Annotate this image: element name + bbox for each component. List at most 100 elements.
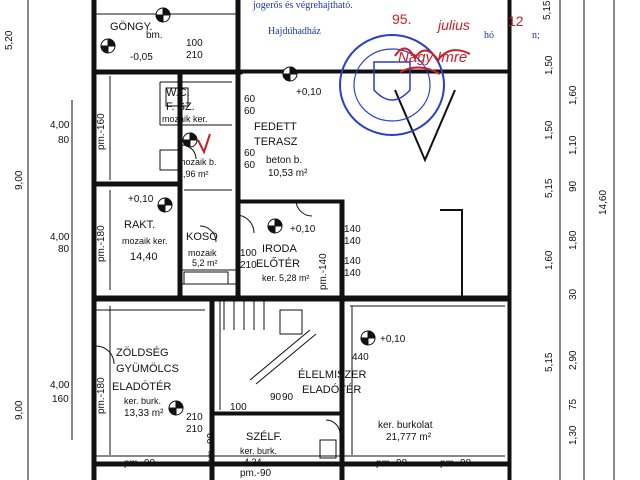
room-fsz-floor: mozaik ker. xyxy=(162,114,208,124)
wall-rakt-top xyxy=(91,181,183,187)
room-elel-area: 21,777 m² xyxy=(386,432,432,443)
stamp-ring-inner xyxy=(353,48,431,122)
w210b: 210 xyxy=(240,260,257,271)
wall-gongy-bottom xyxy=(91,69,243,75)
w140a: 140 xyxy=(344,224,361,235)
w140b: 140 xyxy=(344,236,361,247)
room-elel-1: ÉLELMISZER xyxy=(298,368,367,381)
door-arc-1 xyxy=(235,214,255,234)
signature-scribble xyxy=(394,47,471,75)
dim-r-180: 1,80 xyxy=(568,230,579,250)
w60b: 60 xyxy=(244,106,256,117)
stamp-n: n; xyxy=(532,30,540,41)
pm180b: pm.-180 xyxy=(96,377,107,414)
room-zold-3: ELADÓTÉR xyxy=(112,380,171,393)
level-marker-7 xyxy=(182,132,198,148)
level-a: +0,10 xyxy=(296,87,322,98)
stamp-year: 95. xyxy=(392,11,411,27)
wall-szelf-top xyxy=(213,411,341,416)
room-rakt-area: 14,40 xyxy=(130,251,158,263)
dim-left-400b: 4,00 xyxy=(50,232,70,243)
level-c: +0,10 xyxy=(290,224,316,235)
wall-mid-horizontal xyxy=(91,295,509,302)
dim-r-515a: 5,15 xyxy=(542,0,553,20)
w440: 440 xyxy=(352,352,369,363)
diagonal-stair xyxy=(249,329,317,385)
room-rakt-floor: mozaik ker. xyxy=(122,236,168,246)
room-iroda-eloter: ELŐTÉR xyxy=(256,256,300,270)
stamp-line1: jogerős és végrehajtható. xyxy=(252,0,353,11)
room-zold-area: 13,33 m² xyxy=(124,408,164,419)
wall-top-right xyxy=(239,69,511,74)
w60a: 60 xyxy=(244,94,256,105)
dim-left-400c: 4,00 xyxy=(50,380,70,391)
room-koso: KOSO xyxy=(186,231,218,243)
room-fsz-small: mozaik b. xyxy=(178,157,217,167)
room-zold-2: GYÜMÖLCS xyxy=(116,363,179,375)
room-zold-1: ZÖLDSÉG xyxy=(116,346,169,359)
dim-r-110: 1,10 xyxy=(568,135,579,155)
dim-left-160: 160 xyxy=(52,394,69,405)
stamp-day: 12 xyxy=(508,13,524,29)
level-e: -0,05 xyxy=(130,52,153,63)
room-iroda-floor: ker. 5,28 m² xyxy=(262,273,310,283)
w100b: 100 xyxy=(240,248,257,259)
wall-iroda-top xyxy=(235,199,345,204)
room-koso-floor: mozaik xyxy=(188,248,217,258)
dim-r-150a: 1,50 xyxy=(544,55,555,75)
pm140: pm.-140 xyxy=(318,253,329,290)
level-marker-8 xyxy=(100,38,116,54)
north-arrow xyxy=(440,209,463,300)
w60c: 60 xyxy=(244,148,256,159)
room-iroda: IRODA xyxy=(262,243,298,255)
official-stamp xyxy=(197,34,471,155)
pm90c: pm.-90 xyxy=(376,458,408,469)
v-marker xyxy=(394,89,456,163)
stamp-coat-of-arms xyxy=(373,61,411,101)
dim-r-160b: 1,60 xyxy=(544,250,555,270)
door-arc-3 xyxy=(295,199,313,217)
door-arc-5 xyxy=(95,345,115,365)
room-koso-area: 5,2 m² xyxy=(192,258,218,268)
level-marker-2 xyxy=(282,66,298,82)
stamp-month: julius xyxy=(436,17,470,33)
w60d: 60 xyxy=(244,160,256,171)
stamp-ho: hó xyxy=(484,30,494,41)
dim-left-520: 5,20 xyxy=(4,30,15,50)
dim-r-150b: 1,50 xyxy=(544,120,555,140)
w210c: 210 xyxy=(186,412,203,423)
dim-left-400a: 4,00 xyxy=(50,120,70,131)
dim-r-90a: 90 xyxy=(568,180,579,192)
dim-r-75: 75 xyxy=(568,398,579,410)
dim-r-30: 30 xyxy=(568,288,579,300)
room-gongy: GÖNGY. xyxy=(110,21,153,33)
bm: bm. xyxy=(146,30,163,41)
room-zold-floor: ker. burk. xyxy=(124,396,161,406)
stamp-signature: Nagy Imre xyxy=(398,49,467,66)
level-markers xyxy=(100,7,376,416)
level-marker-6 xyxy=(168,400,184,416)
room-fsz-area: 1,96 m² xyxy=(178,169,209,179)
wall-vert-3 xyxy=(339,199,345,299)
wall-gongy-right xyxy=(235,0,241,73)
level-marker-3 xyxy=(157,197,173,213)
pm90b: pm.-90 xyxy=(240,468,272,479)
w140c: 140 xyxy=(344,256,361,267)
dim-left-900a: 9,00 xyxy=(14,170,25,190)
wall-vert-4 xyxy=(209,299,215,480)
wall-bottom xyxy=(91,461,509,467)
counter-2 xyxy=(183,271,229,285)
w90b: 90 xyxy=(282,392,294,403)
level-d: +0,10 xyxy=(380,334,406,345)
level-marker-1 xyxy=(155,7,171,23)
pm90a: pm.-90 xyxy=(124,458,156,469)
w90a: 90 xyxy=(270,392,282,403)
stamp-city: Hajdúhadház xyxy=(268,26,321,37)
counter-1 xyxy=(279,309,303,335)
pm160: pm.-160 xyxy=(96,113,107,150)
level-marker-4 xyxy=(267,218,283,234)
room-elel-2: ELADÓTÉR xyxy=(302,383,361,396)
room-fsz: F. SZ. xyxy=(166,101,195,113)
room-terasz-1: FEDETT xyxy=(254,121,297,133)
